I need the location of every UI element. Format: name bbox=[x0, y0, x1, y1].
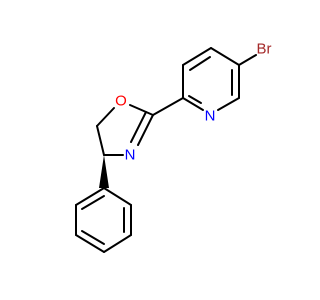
bond-n-oxc2 bbox=[137, 114, 154, 146]
bond-o-c5 bbox=[96, 107, 115, 127]
bond-ph6-ph1-inner bbox=[81, 195, 105, 210]
bond-c3-c4 bbox=[182, 47, 212, 66]
molecule-diagram: Br N O N bbox=[75, 41, 272, 253]
bond-ph3-ph4 bbox=[103, 234, 132, 253]
atom-labels: Br N O N bbox=[115, 41, 271, 164]
bond-oxc2-o bbox=[129, 104, 154, 116]
bond-pyr-oxaz bbox=[152, 97, 184, 116]
bond-c6-n bbox=[217, 97, 240, 111]
stereo-wedge-bond bbox=[99, 155, 109, 188]
atom-o-ring: O bbox=[115, 93, 127, 110]
bond-n-c2-inner bbox=[188, 95, 202, 104]
bond-n-oxc2-inner bbox=[130, 111, 147, 143]
bond-c4-c5 bbox=[210, 47, 240, 66]
bonds bbox=[75, 47, 257, 253]
atom-n-ring: N bbox=[125, 147, 136, 164]
bond-n-c2 bbox=[182, 97, 204, 111]
bond-ph4-ph5 bbox=[75, 234, 105, 253]
atom-br: Br bbox=[257, 41, 272, 58]
bond-c3-c4-inner bbox=[189, 56, 211, 71]
bond-ph4-ph5-inner bbox=[81, 230, 105, 245]
atom-n-pyridine: N bbox=[205, 108, 216, 125]
bond-c5-br bbox=[238, 54, 257, 66]
bond-ph1-ph2 bbox=[103, 187, 132, 206]
bond-c5-c4 bbox=[96, 125, 105, 156]
bond-ph6-ph1 bbox=[75, 187, 105, 206]
